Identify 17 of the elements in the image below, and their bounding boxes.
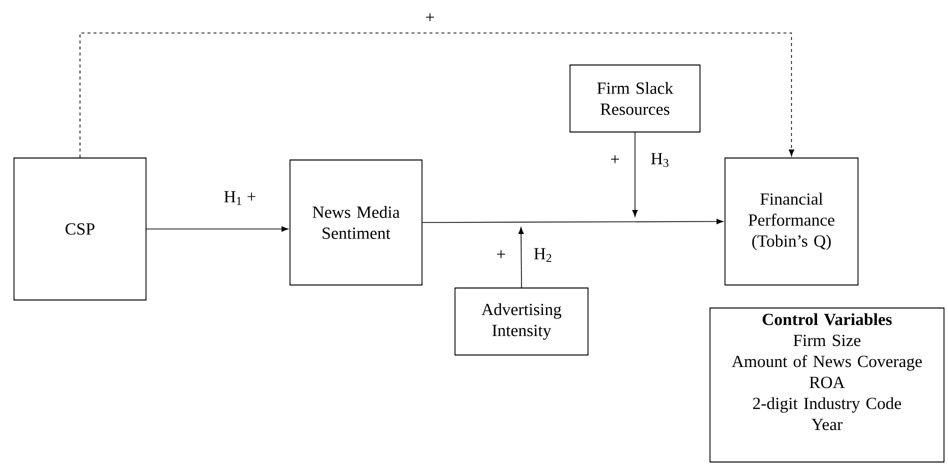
control-variables-box: Control Variables Firm Size Amount of News Coverage ROA 2-digit Industry Code Year <box>710 308 944 462</box>
arrow <box>422 218 724 224</box>
sign-label: + <box>497 250 505 258</box>
edge-label: H$_{1}$ + <box>222 190 258 206</box>
variable-box: Firm Slack Resources <box>570 64 700 132</box>
edge-label: + <box>424 12 436 24</box>
sign-label: + <box>611 155 619 164</box>
variable-box: News Media Sentiment <box>290 160 422 286</box>
arrow <box>80 32 794 158</box>
arrow <box>146 226 288 232</box>
variable-box: Financial Performance (Tobin’s Q) <box>724 158 858 286</box>
arrow <box>632 132 638 217</box>
edge-label: H$_{3}$ <box>650 152 670 168</box>
arrow <box>518 227 524 288</box>
variable-box: Advertising Intensity <box>454 288 588 356</box>
edge-label: H$_{2}$ <box>532 247 554 263</box>
variable-box: CSP <box>14 158 146 300</box>
